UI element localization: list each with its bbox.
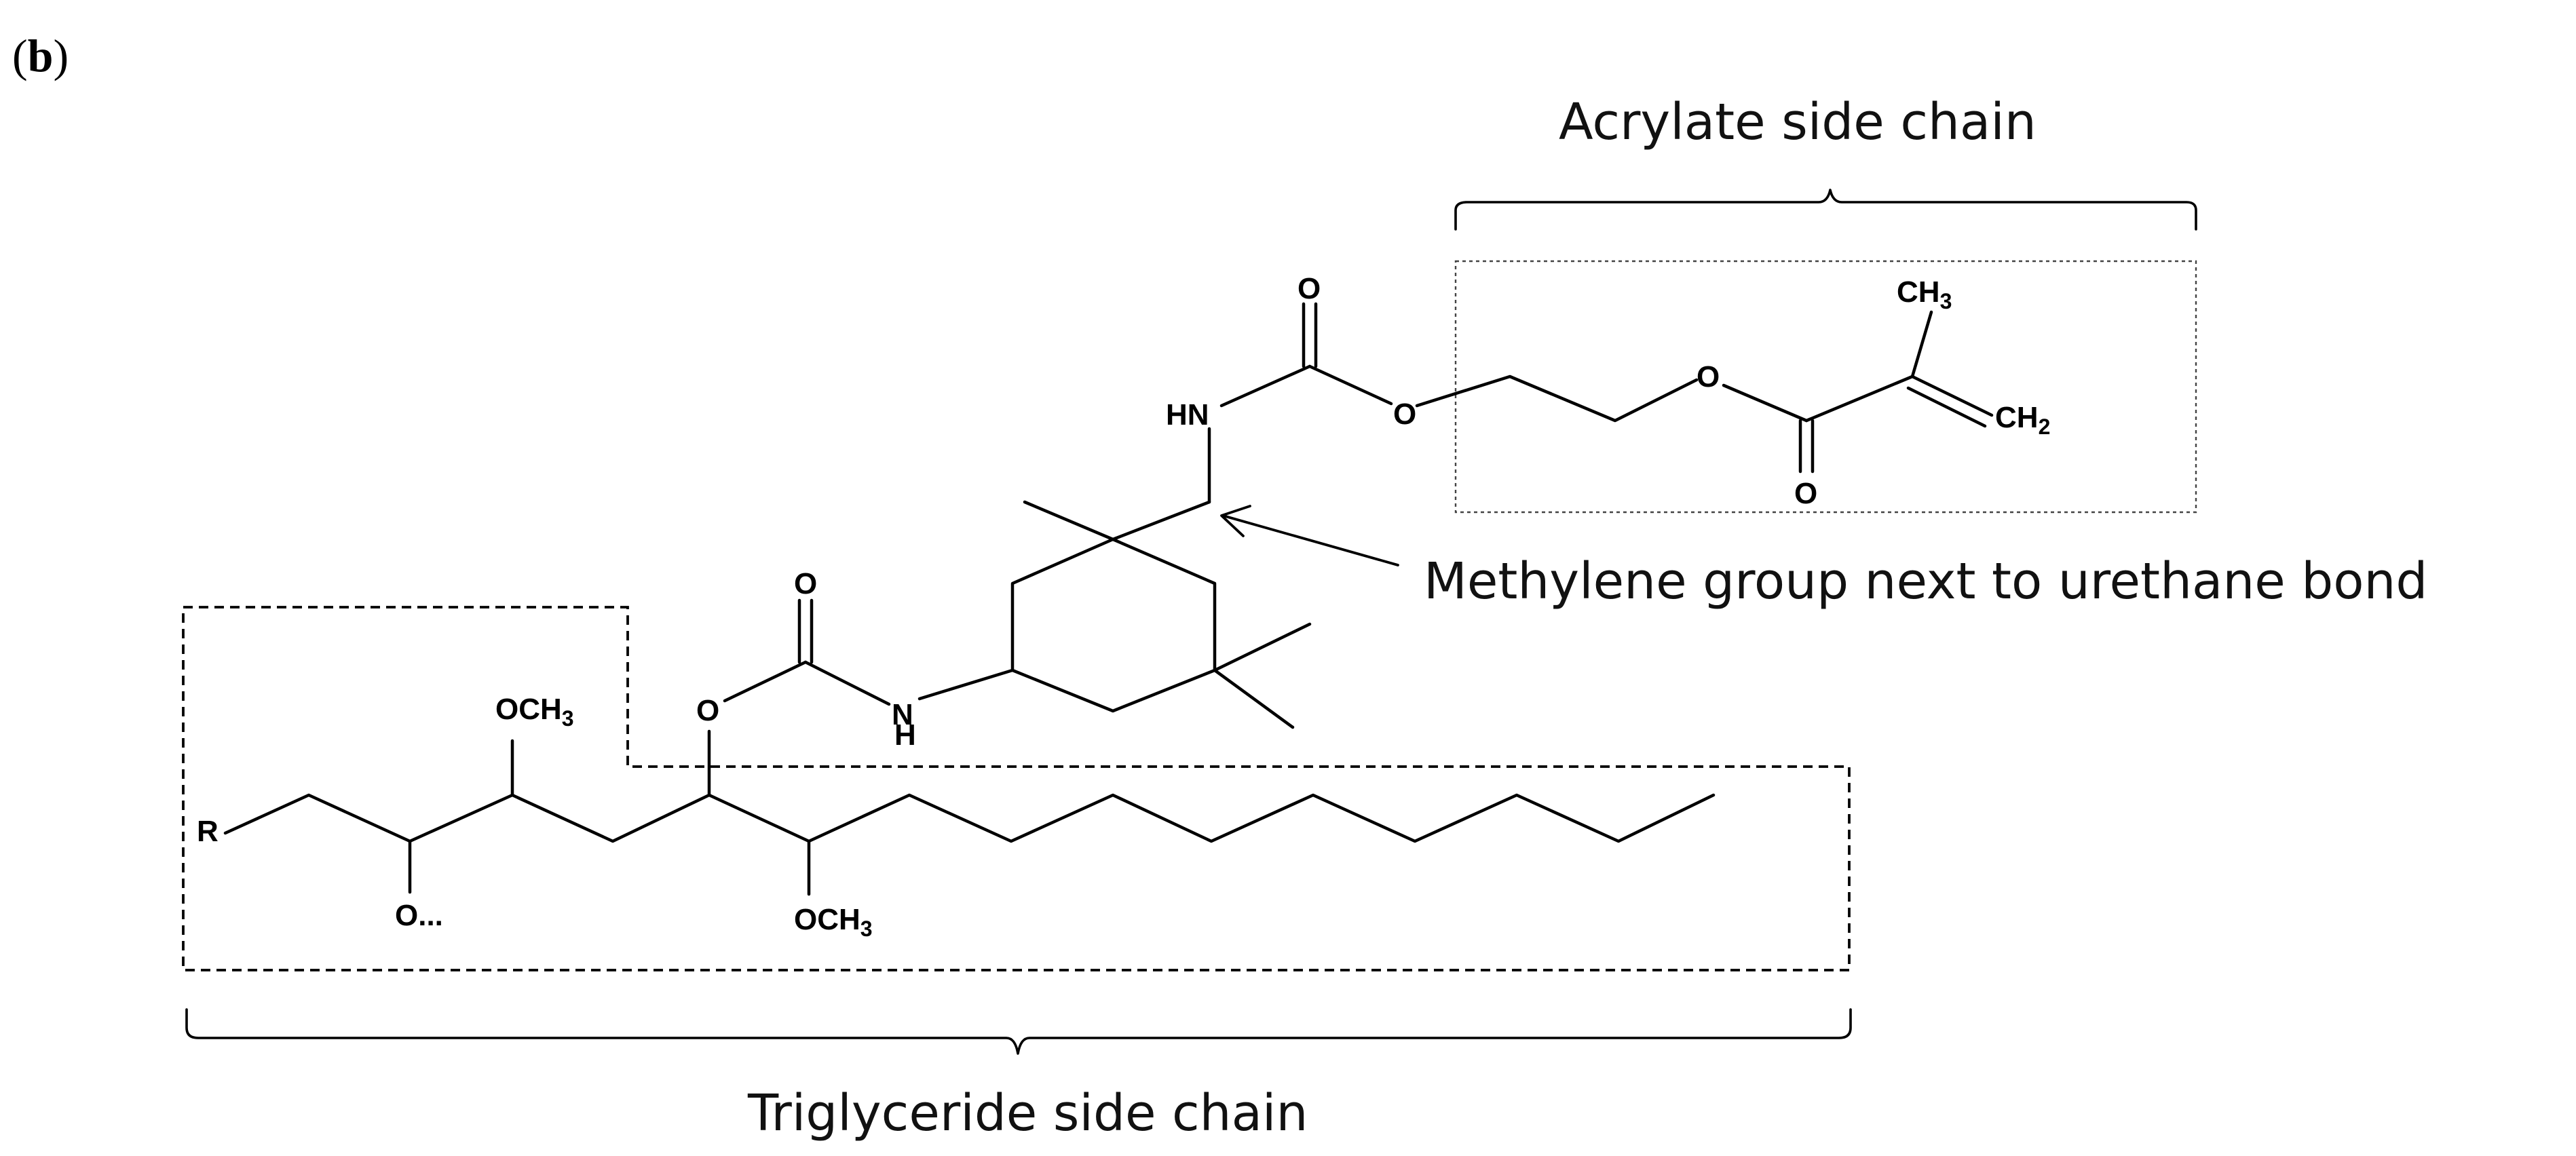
atom-n: N (892, 698, 913, 731)
atom-o-urethane: O (1393, 398, 1416, 431)
cyclohexane-ring (917, 500, 1312, 729)
ring-bonds (1010, 537, 1217, 713)
carbonyl-oxygen-bond (1308, 364, 1393, 406)
atom-h: H (894, 718, 916, 752)
atom-o-pendant: O... (395, 899, 443, 932)
oxygen-carbonyl-bond (723, 660, 808, 703)
atom-ch3: CH3 (1897, 275, 1952, 313)
atom-o-acrylate: O (1697, 360, 1720, 393)
triglyceride-brace (185, 1008, 1852, 1055)
atom-o-carbonyl-top: O (1298, 272, 1321, 305)
panel-label: (b) (12, 30, 69, 81)
vinyl-double-bond-b (1906, 386, 1987, 428)
triglyceride-side-chain-label: Triglyceride side chain (747, 1084, 1308, 1142)
atom-o-carbonyl-left: O (794, 567, 817, 600)
atom-hn: HN (1166, 398, 1209, 431)
acrylate-brace (1454, 189, 2197, 231)
ring-methyl-bond (1023, 500, 1115, 541)
atom-r: R (197, 815, 219, 848)
acrylate-urethane-chain: HN O O O O CH3 CH2 (1166, 272, 2050, 510)
gem-methyl-bond-lower (1213, 668, 1295, 729)
upper-methoxy-group: OCH3 (495, 693, 574, 731)
lower-methoxy-group: OCH3 (794, 903, 873, 941)
acrylate-dotted-box (1454, 260, 2197, 514)
carbonyl-nitrogen-bond (803, 660, 891, 706)
vinyl-double-bond-a (1910, 374, 1994, 417)
ethylene-bridge-bonds (1415, 374, 1699, 423)
atom-o-ester: O (696, 694, 719, 727)
atom-o-acrylate-carbonyl: O (1794, 477, 1817, 510)
triglyceride-annotation: Triglyceride side chain (182, 606, 1852, 1142)
triglyceride-dashed-box (182, 606, 1851, 971)
acrylate-side-chain-label: Acrylate side chain (1559, 93, 2037, 151)
methylene-arrow-line (1221, 514, 1399, 566)
triglyceride-chain: R O... OCH3 OCH3 (197, 693, 1716, 941)
ring-methylene-bond (1111, 500, 1211, 541)
nitrogen-carbonyl-bond (1219, 364, 1312, 408)
atom-ch2: CH2 (1995, 401, 2050, 439)
methylene-arrowhead (1220, 505, 1251, 537)
acrylate-annotation: Acrylate side chain (1454, 93, 2197, 514)
methylene-group-label: Methylene group next to urethane bond (1424, 552, 2427, 611)
alkyl-backbone-bonds (223, 793, 1716, 843)
methyl-bond (1910, 310, 1933, 379)
alpha-carbon-bond (1804, 374, 1914, 423)
gem-methyl-bond-upper (1213, 622, 1312, 672)
nitrogen-ring-bond (917, 668, 1015, 701)
first-urethane-linkage: O O N H (696, 567, 916, 797)
methylene-annotation: Methylene group next to urethane bond (1220, 505, 2427, 611)
acrylate-oxygen-carbonyl-bond (1722, 383, 1808, 423)
